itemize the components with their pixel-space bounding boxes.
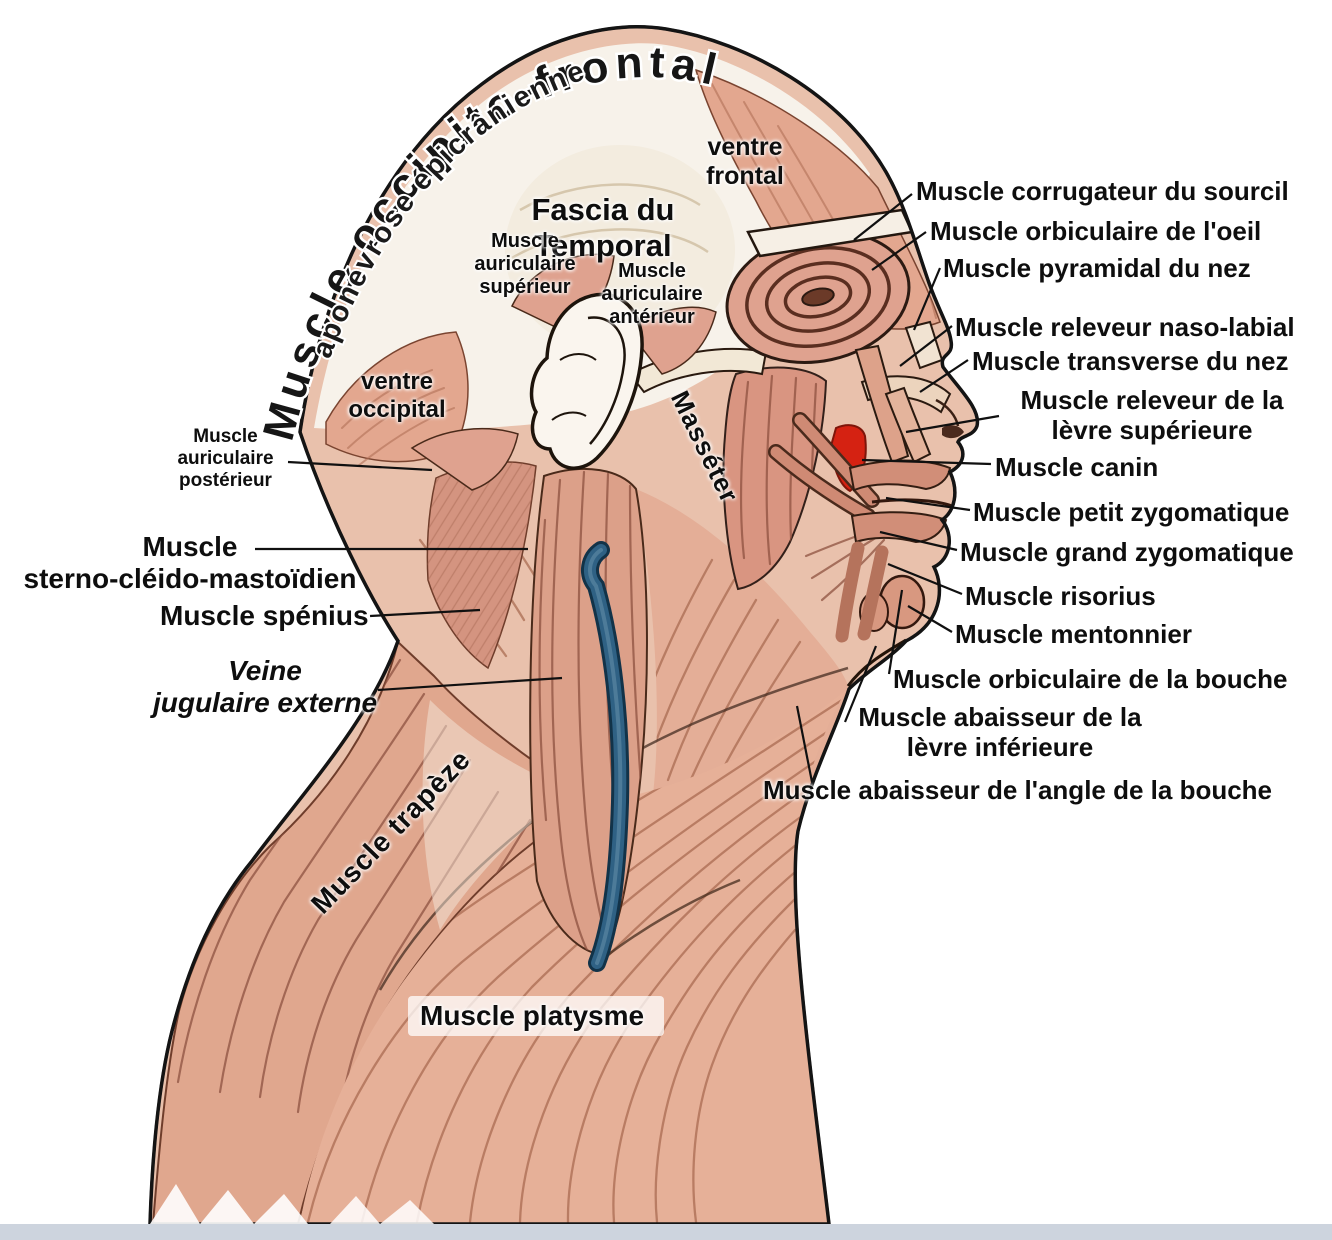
label-auriculaire-superieur: Muscle auriculaire supérieur bbox=[474, 230, 576, 299]
occipital-belly bbox=[325, 331, 469, 467]
jugular-vein bbox=[581, 541, 630, 972]
zygomatique-bands bbox=[768, 412, 880, 524]
label-pyramidal: Muscle pyramidal du nez bbox=[943, 253, 1251, 283]
label-releveur-levre-superieure: Muscle releveur de la lèvre supérieure bbox=[1020, 385, 1284, 446]
label-ventre-frontal: ventre frontal bbox=[706, 133, 784, 190]
nose-muscles bbox=[854, 320, 964, 464]
label-canin: Muscle canin bbox=[995, 452, 1159, 482]
auricular-anterior-muscle bbox=[626, 306, 717, 375]
label-abaisseur-angle-bouche: Muscle abaisseur de l'angle de la bouche bbox=[763, 775, 1273, 805]
clavicle-line bbox=[603, 878, 741, 959]
platysme-label-plate bbox=[408, 996, 664, 1036]
label-grand-zygomatique: Muscle grand zygomatique bbox=[960, 537, 1294, 567]
auricular-posterior-muscle bbox=[410, 427, 519, 491]
label-corrugateur: Muscle corrugateur du sourcil bbox=[916, 176, 1289, 206]
label-platysme: Muscle platysme bbox=[420, 1000, 645, 1031]
label-petit-zygomatique: Muscle petit zygomatique bbox=[973, 497, 1290, 527]
torn-edge bbox=[150, 1184, 434, 1224]
label-transverse-nez: Muscle transverse du nez bbox=[972, 346, 1289, 376]
label-orbiculaire-oeil: Muscle orbiculaire de l'oeil bbox=[930, 216, 1262, 246]
label-spenius: Muscle spénius bbox=[160, 600, 369, 631]
label-sterno-cleido-mastoidien: Muscle sterno-cléido-mastoïdien bbox=[23, 531, 357, 595]
leader-lines bbox=[255, 193, 1000, 783]
shoulder-highlight bbox=[422, 700, 570, 930]
label-risorius: Muscle risorius bbox=[965, 581, 1156, 611]
label-releveur-naso-labial: Muscle releveur naso-labial bbox=[955, 312, 1295, 342]
label-abaisseur-levre-inferieure: Muscle abaisseur de la lèvre inférieure bbox=[858, 702, 1142, 763]
label-auriculaire-posterieur: Muscle auriculaire postérieur bbox=[177, 426, 274, 492]
page-footer-strip bbox=[0, 1224, 1332, 1240]
label-mentonnier: Muscle mentonnier bbox=[955, 619, 1192, 649]
label-ventre-occipital: ventre occipital bbox=[348, 368, 446, 423]
label-orbiculaire-bouche: Muscle orbiculaire de la bouche bbox=[893, 664, 1288, 694]
label-veine-jugulaire: Veine jugulaire externe bbox=[152, 655, 378, 719]
label-auriculaire-anterieur: Muscle auriculaire antérieur bbox=[601, 260, 703, 329]
label-fascia-temporal: Fascia du Temporal bbox=[531, 192, 675, 263]
ear bbox=[529, 292, 644, 470]
mouth-muscles bbox=[835, 459, 953, 687]
